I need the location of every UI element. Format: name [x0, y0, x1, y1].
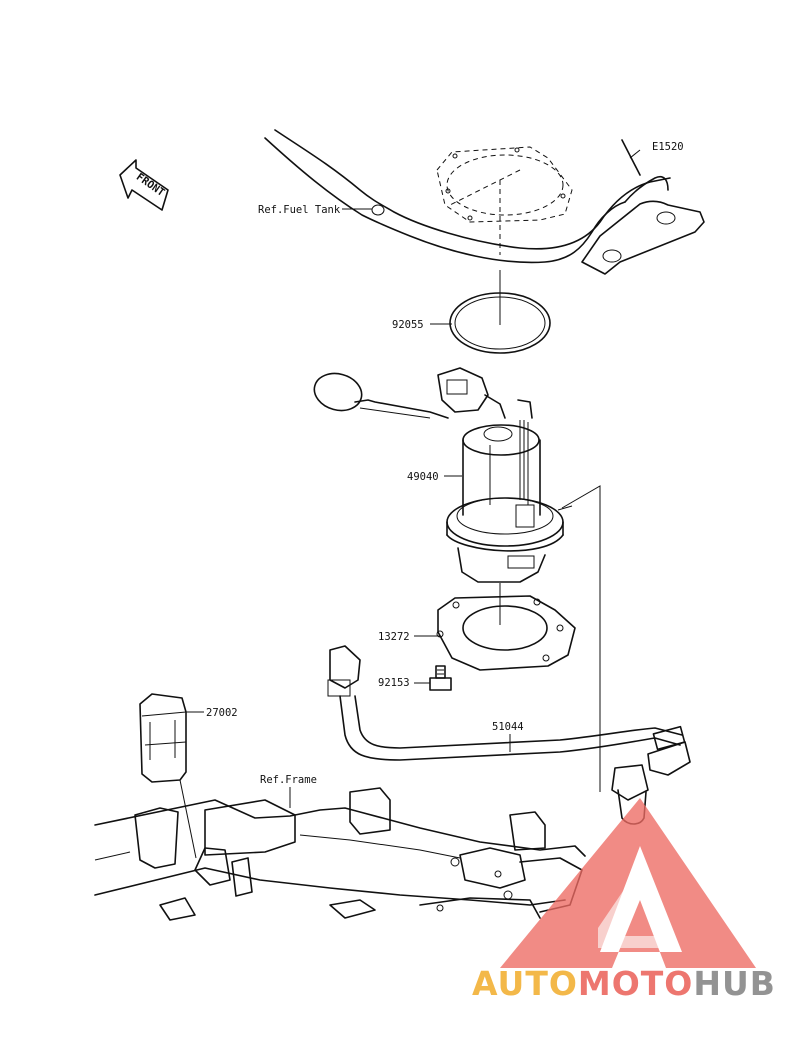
watermark-text-moto: MOTO	[578, 964, 693, 1003]
o-ring-92055	[449, 292, 551, 354]
label-frame-ref: Ref.Frame	[260, 774, 317, 786]
harness-51044	[327, 645, 691, 825]
label-92153: 92153	[378, 677, 410, 689]
frame-ref	[94, 787, 586, 921]
label-13272: 13272	[378, 631, 410, 643]
label-fuel-tank-ref: Ref.Fuel Tank	[258, 204, 341, 216]
watermark-text-hub: HUB	[693, 964, 776, 1003]
watermark-text-auto: AUTO	[472, 964, 578, 1003]
gasket-13272	[436, 595, 576, 671]
label-e1520: E1520	[652, 141, 684, 153]
bolt-92153	[429, 665, 452, 691]
label-51044: 51044	[492, 721, 524, 733]
label-92055: 92055	[392, 319, 424, 331]
svg-text:AUTOMOTOHUB: AUTOMOTOHUB	[472, 964, 776, 1003]
label-49040: 49040	[407, 471, 439, 483]
fuel-pump-49040	[313, 367, 573, 583]
watermark-logo: AUTOMOTOHUB	[472, 798, 776, 1003]
watermark-triangle-icon	[500, 798, 756, 968]
relay-27002	[139, 693, 187, 783]
label-27002: 27002	[206, 707, 238, 719]
front-arrow-icon: FRONT	[119, 159, 169, 211]
